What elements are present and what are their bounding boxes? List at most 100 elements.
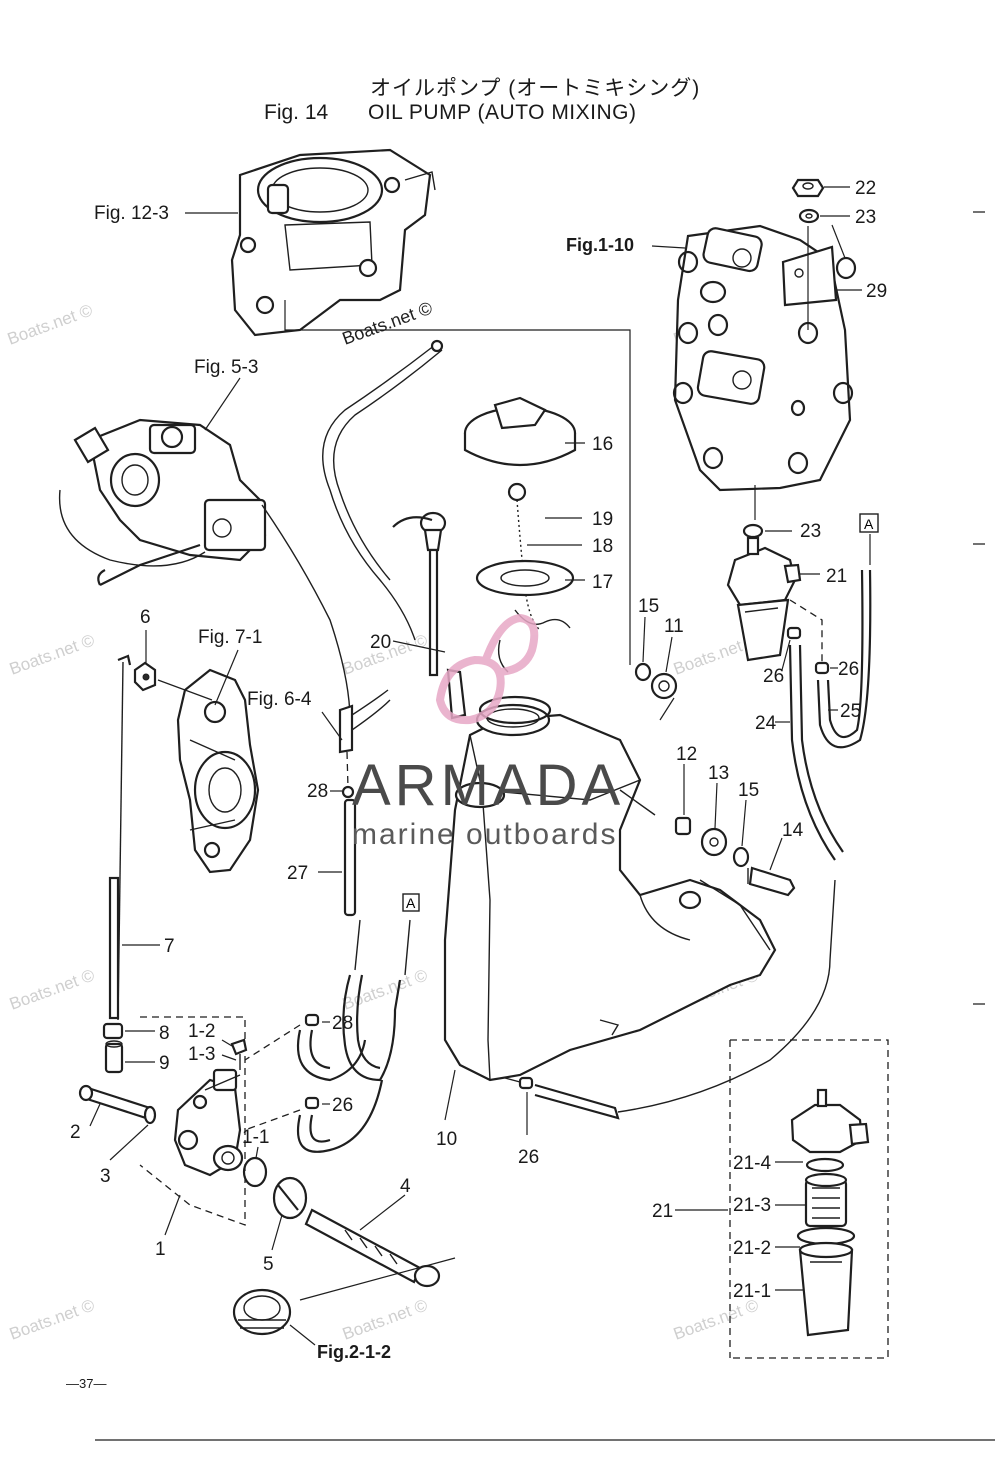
watermark-boats-net: Boats.net ©	[671, 1295, 762, 1343]
page-number: —37—	[66, 1376, 107, 1391]
callout-28-upper: 28	[307, 781, 328, 802]
washer-part-3	[143, 1105, 157, 1125]
screw-part-1-2	[230, 1038, 248, 1070]
rod-part-7	[108, 876, 120, 1020]
callout-25: 25	[840, 701, 861, 722]
callout-16: 16	[592, 434, 613, 455]
callout-26-filter-right: 26	[838, 659, 859, 680]
callout-29: 29	[866, 281, 887, 302]
callout-21-4: 21-4	[733, 1153, 771, 1174]
hose-part-27	[343, 798, 357, 917]
filter-head-part-21-4	[790, 1088, 870, 1173]
bracket-fig-7-1	[176, 668, 260, 874]
sleeve-part-9	[104, 1040, 124, 1074]
wire-harness	[322, 339, 444, 641]
washer-part-15-upper	[634, 662, 652, 682]
callout-8: 8	[159, 1023, 170, 1044]
level-gauge-part-20	[392, 511, 467, 720]
oil-pump-part-1	[173, 1068, 244, 1177]
hose-clip-part-28-upper	[341, 785, 355, 799]
oil-filter-part-21	[726, 536, 802, 662]
callout-10: 10	[436, 1129, 457, 1150]
ref-label-fig-7-1: Fig. 7-1	[198, 627, 262, 648]
grommet-part-11	[650, 672, 678, 700]
callout-28-lower: 28	[332, 1013, 353, 1034]
collar-part-12	[674, 816, 692, 836]
callout-21-1: 21-1	[733, 1281, 771, 1302]
connector-marker-a-lower: A	[402, 893, 420, 912]
filter-bowl-part-21-1	[798, 1241, 854, 1337]
bolt-part-14	[747, 866, 796, 897]
connector-marker-a-upper: A	[859, 513, 879, 533]
callout-5: 5	[263, 1254, 274, 1275]
hose-clip-part-28-lower	[304, 1013, 320, 1027]
marker-a-lower-text: A	[406, 895, 416, 911]
tank-cap-part-16	[463, 396, 577, 466]
callout-18: 18	[592, 536, 613, 557]
hose-part-25	[816, 569, 872, 749]
callout-6: 6	[140, 607, 151, 628]
chain-part-19	[507, 482, 541, 631]
o-ring-part-1-1	[242, 1156, 268, 1188]
ref-label-fig-6-4: Fig. 6-4	[247, 689, 312, 710]
watermark-boats-net: Boats.net ©	[340, 965, 431, 1013]
callout-19: 19	[592, 509, 613, 530]
washer-part-23-lower	[742, 523, 764, 539]
o-ring-part-21-2	[796, 1226, 856, 1246]
gasket-part-17	[475, 559, 575, 597]
watermark-boats-net: Boats.net ©	[340, 1295, 431, 1343]
ref-label-fig-12-3: Fig. 12-3	[94, 203, 169, 224]
callout-26-tank: 26	[518, 1147, 539, 1168]
callout-labels: 1 1-1 1-2 1-3 2 3 4 5 6 7 8 9 10 11 12 1…	[70, 178, 887, 1302]
hose-clip-part-26-lower	[304, 1096, 320, 1110]
callout-14: 14	[782, 820, 804, 841]
watermark-boats-net-dark: Boats.net ©	[340, 298, 435, 349]
collar-part-5	[272, 1176, 308, 1220]
callout-15-lower: 15	[738, 780, 759, 801]
callout-1-1: 1-1	[242, 1127, 269, 1148]
armada-tagline-watermark: marine outboards	[352, 818, 618, 851]
ref-label-fig-2-1-2: Fig.2-1-2	[317, 1342, 391, 1362]
callout-7: 7	[164, 936, 175, 957]
armada-brand-watermark: ARMADA	[352, 753, 625, 818]
callout-12: 12	[676, 744, 697, 765]
ref-label-fig-1-10: Fig.1-10	[566, 235, 634, 255]
shaft-part-2	[78, 1084, 152, 1120]
filter-element-part-21-3	[804, 1172, 848, 1228]
bracket-fig-12-3	[230, 148, 436, 337]
callout-2: 2	[70, 1122, 81, 1143]
callout-24: 24	[755, 713, 777, 734]
callout-22: 22	[855, 178, 876, 199]
ring-part-8	[102, 1022, 124, 1040]
callout-21-lower: 21	[652, 1201, 673, 1222]
callout-20: 20	[370, 632, 391, 653]
title-english: OIL PUMP (AUTO MIXING)	[368, 101, 637, 124]
bracket-plate-part-29	[781, 245, 857, 307]
hose-part-24	[788, 644, 844, 861]
title-japanese: オイルポンプ (オートミキシング)	[370, 77, 701, 100]
callout-9: 9	[159, 1053, 170, 1074]
clip-part-6	[133, 661, 157, 692]
gear-ring-fig-2-1-2	[232, 1288, 292, 1336]
margin-ticks	[973, 211, 985, 1005]
watermark-boats-net: Boats.net ©	[7, 1295, 98, 1343]
marker-a-upper-text: A	[864, 516, 874, 532]
callout-21-3: 21-3	[733, 1195, 771, 1216]
washer-part-15-lower	[732, 846, 750, 868]
callout-26-filter-left: 26	[763, 666, 784, 687]
callout-4: 4	[400, 1176, 411, 1197]
callout-26-pump: 26	[332, 1095, 353, 1116]
grommet-part-13	[700, 827, 728, 857]
callout-1: 1	[155, 1239, 166, 1260]
washer-part-23-top	[798, 208, 820, 224]
watermark-boats-net: Boats.net ©	[5, 300, 96, 348]
callout-15-upper: 15	[638, 596, 659, 617]
hose-clip-part-26-tank	[518, 1076, 534, 1090]
callout-11: 11	[664, 616, 684, 637]
nut-part-22	[791, 178, 825, 198]
callout-23-upper: 23	[855, 207, 876, 228]
watermark-boats-net: Boats.net ©	[7, 965, 98, 1013]
callout-21-upper: 21	[826, 566, 847, 587]
